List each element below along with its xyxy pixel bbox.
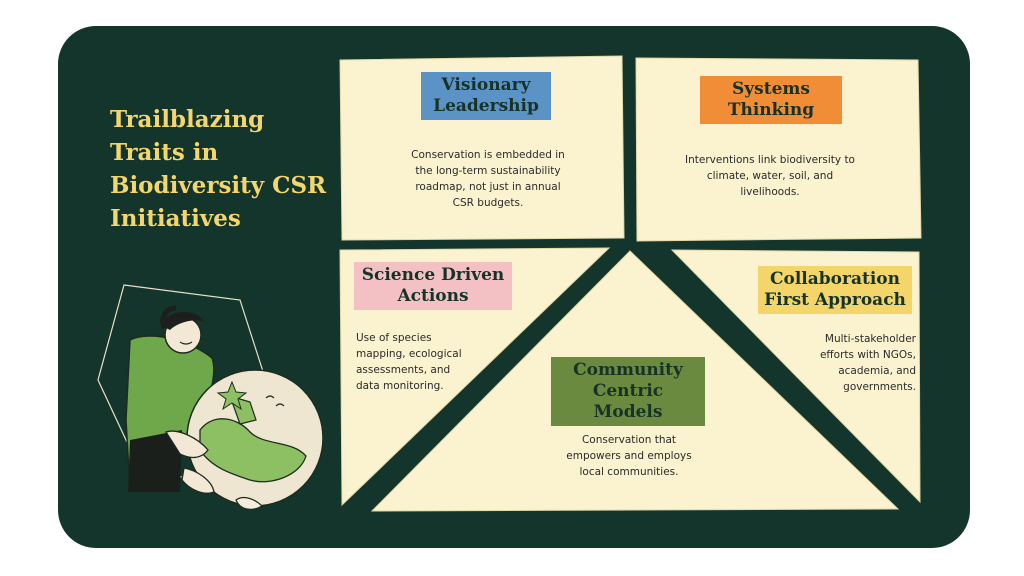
text-visionary: Conservation is embedded in the long-ter… bbox=[411, 149, 565, 209]
page-title: Trailblazing Traits in Biodiversity CSR … bbox=[110, 106, 327, 232]
label-science: Science Driven Actions bbox=[354, 262, 512, 310]
text-community: Conservation that empowers and employs l… bbox=[566, 434, 692, 478]
label-community: Community Centric Models bbox=[551, 357, 705, 426]
text-collaboration: Multi-stakeholder efforts with NGOs, aca… bbox=[819, 333, 916, 393]
label-systems: Systems Thinking bbox=[700, 76, 842, 124]
text-science: Use of species mapping, ecological asses… bbox=[356, 332, 462, 392]
text-systems: Interventions link biodiversity to clima… bbox=[685, 154, 855, 198]
label-collaboration: Collaboration First Approach bbox=[758, 266, 912, 314]
panel-visionary bbox=[339, 55, 625, 241]
panel-science bbox=[339, 247, 611, 507]
label-visionary: Visionary Leadership bbox=[421, 72, 551, 120]
